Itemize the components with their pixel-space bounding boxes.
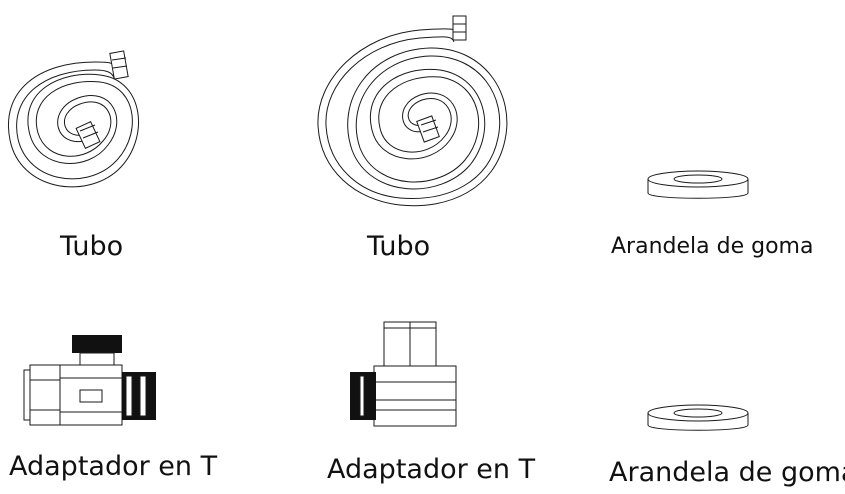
coiled-hose-large-icon	[317, 15, 508, 207]
part-washer-top: Arandela de goma	[600, 0, 845, 280]
part-washer-bottom: Arandela de goma	[600, 300, 845, 494]
part-label: Arandela de goma	[611, 234, 814, 259]
part-hose-small: Tubo	[0, 0, 200, 280]
rubber-washer-icon	[647, 170, 749, 199]
part-label: Tubo	[367, 231, 431, 262]
part-tee-adapter-compact: Adaptador en T	[320, 300, 540, 494]
part-label: Adaptador en T	[327, 454, 536, 485]
tee-adapter-compact-icon	[350, 321, 457, 427]
tee-adapter-icon	[23, 335, 156, 426]
part-label: Arandela de goma	[609, 457, 845, 488]
part-tee-adapter: Adaptador en T	[0, 300, 220, 494]
rubber-washer-icon	[647, 404, 749, 431]
part-label: Tubo	[60, 231, 124, 262]
part-hose-large: Tubo	[300, 0, 540, 280]
part-label: Adaptador en T	[9, 451, 218, 482]
coiled-hose-small-icon	[8, 50, 139, 188]
